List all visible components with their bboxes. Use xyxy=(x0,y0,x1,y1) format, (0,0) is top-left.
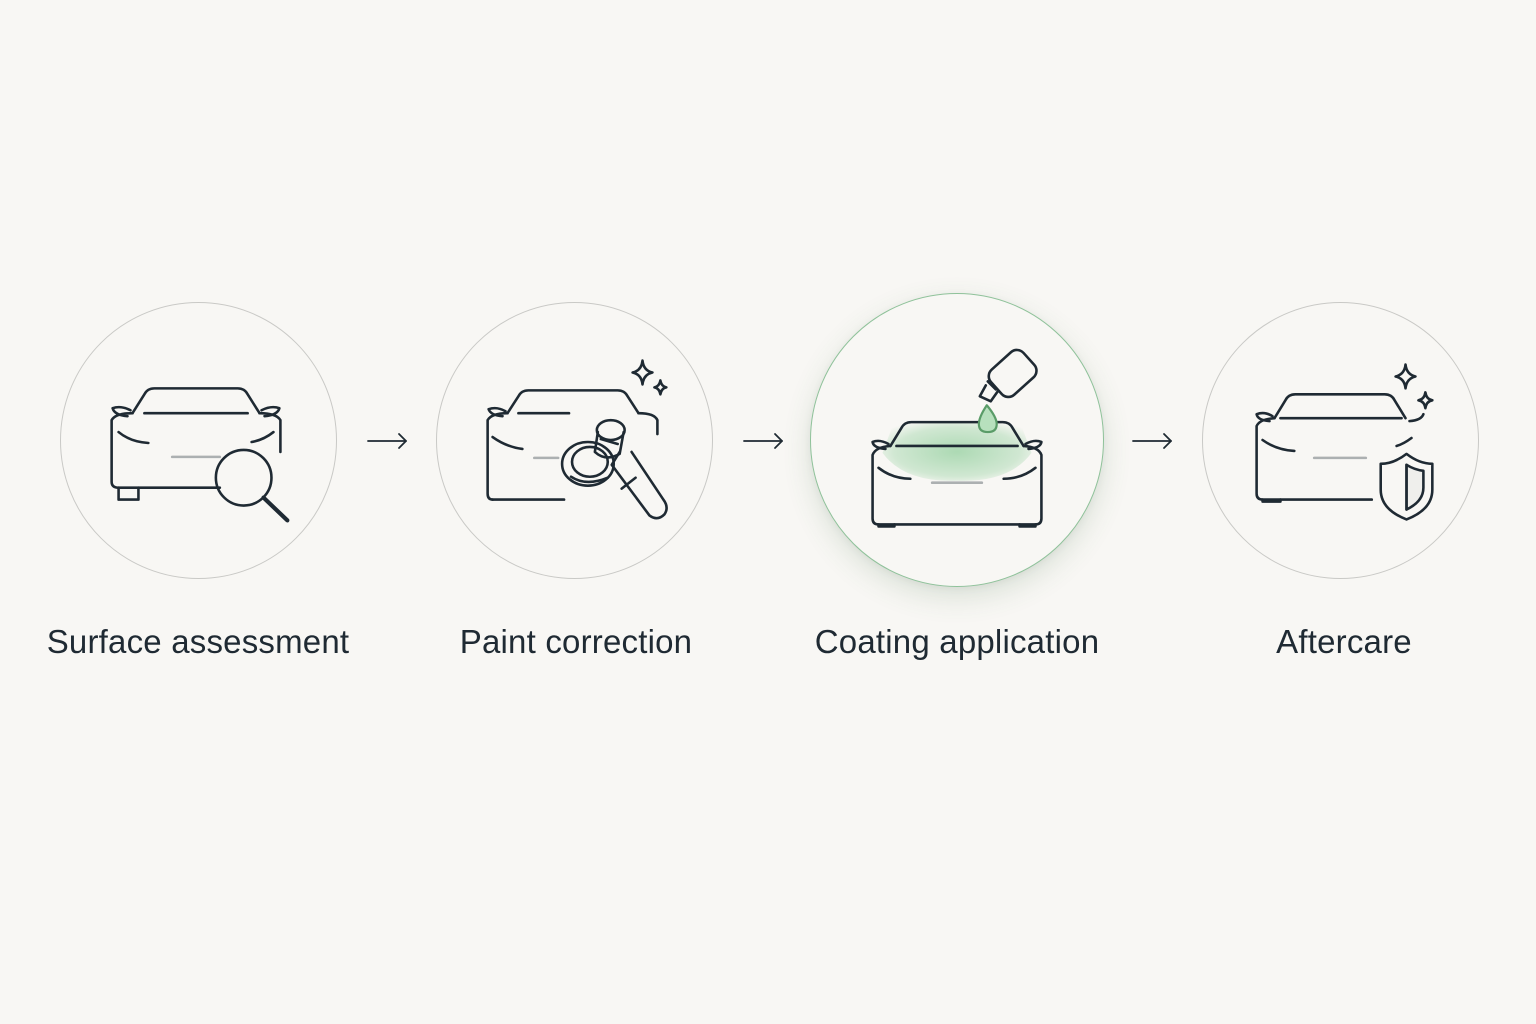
step-label-paint-correction: Paint correction xyxy=(459,623,693,660)
arrow-right-icon xyxy=(742,429,786,453)
car-polisher-icon xyxy=(486,359,668,520)
car-shield-icon xyxy=(1255,363,1434,521)
step-label-aftercare: Aftercare xyxy=(1276,623,1412,660)
step-label-coating-application: Coating application xyxy=(814,623,1100,660)
arrow-right-icon xyxy=(1131,429,1175,453)
step-aftercare xyxy=(1202,302,1479,579)
car-magnifier-icon xyxy=(110,387,290,523)
car-coating-drop-icon xyxy=(871,348,1043,528)
step-coating-application xyxy=(810,293,1104,587)
arrow-right-icon xyxy=(366,429,410,453)
step-label-surface-assessment: Surface assessment xyxy=(46,623,350,660)
step-paint-correction xyxy=(436,302,713,579)
step-surface-assessment xyxy=(60,302,337,579)
